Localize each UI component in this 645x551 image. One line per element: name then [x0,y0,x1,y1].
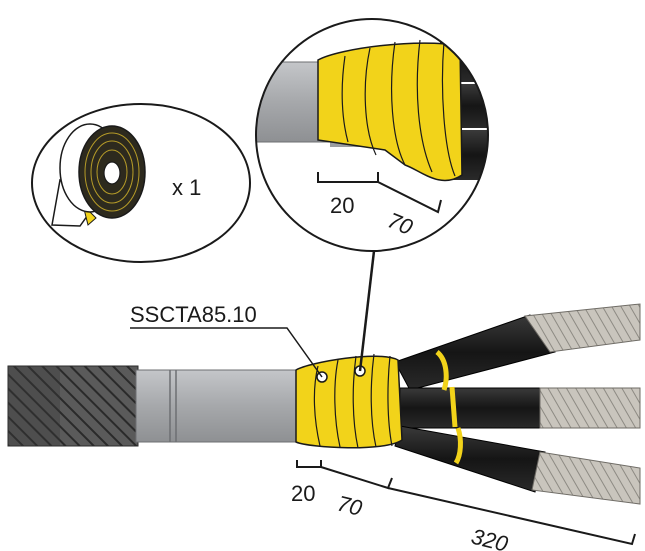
detail-dimensions [317,172,442,214]
tape-roll-icon [51,123,146,227]
main-dim-20: 20 [291,481,315,506]
detail-leader-line [358,250,376,372]
main-dim-320: 320 [469,524,511,551]
cable-icon [7,303,641,505]
detail-circle-border [255,18,489,252]
cable-cores [394,303,641,505]
tape-quantity-label: x 1 [172,175,201,200]
cable-sheath [135,369,315,443]
cable-armour [7,365,139,447]
detail-dim-20: 20 [330,193,354,218]
sealing-tape [295,353,403,449]
detail-view: 20 70 [255,18,489,252]
main-dimensions [296,460,636,546]
part-number-callout: SSCTA85.10 [130,250,376,378]
part-number-label: SSCTA85.10 [130,302,257,327]
tape-roll-callout: x 1 [31,103,251,263]
main-dim-70: 70 [335,491,366,521]
